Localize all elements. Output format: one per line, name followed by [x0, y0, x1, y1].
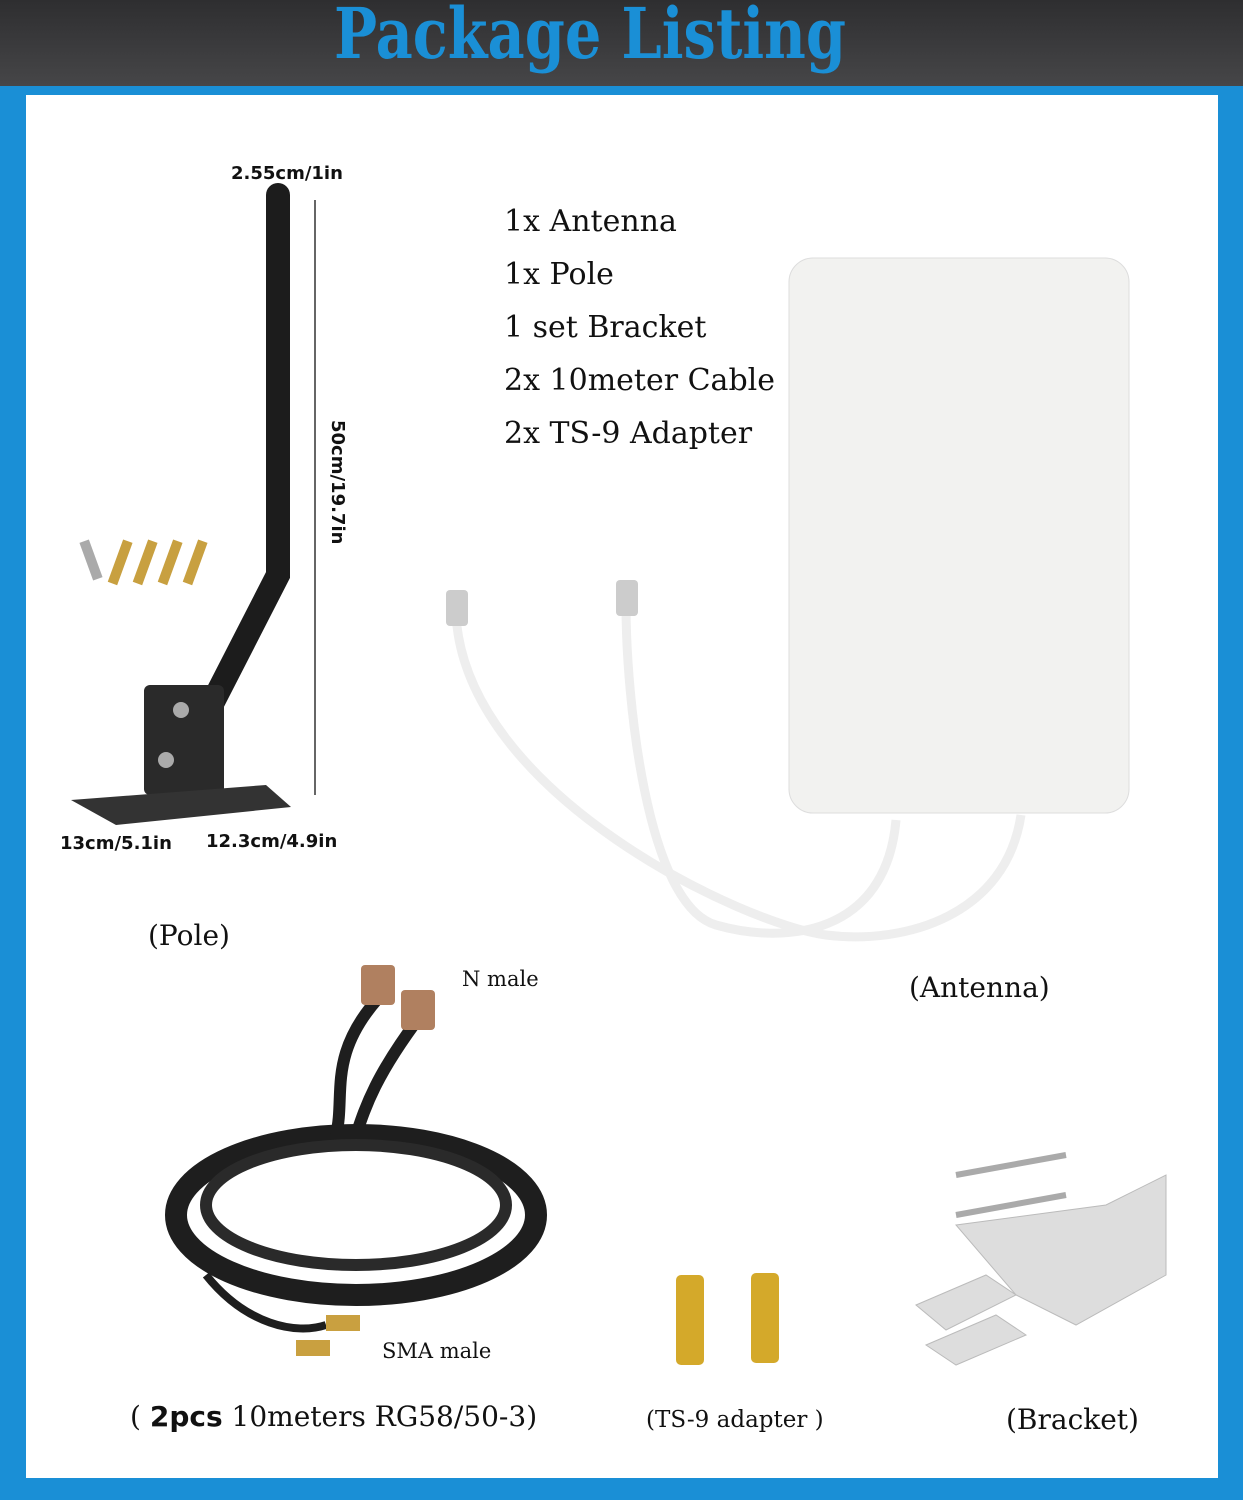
n-male-label: N male — [462, 967, 539, 991]
antenna-image — [446, 257, 1130, 942]
pole-width-label: 2.55cm/1in — [231, 163, 343, 184]
cable-image — [165, 965, 547, 1356]
cable-caption: ( 2pcs 10meters RG58/50-3) — [130, 1400, 537, 1433]
content-panel: 1x Antenna 1x Pole 1 set Bracket 2x 10me… — [26, 95, 1218, 1478]
package-contents-list: 1x Antenna 1x Pole 1 set Bracket 2x 10me… — [504, 195, 775, 460]
product-illustrations — [71, 183, 1167, 1366]
adapter-image — [676, 1273, 779, 1365]
list-item: 1 set Bracket — [504, 310, 707, 345]
list-item: 1x Antenna — [504, 204, 677, 239]
antenna-caption: (Antenna) — [909, 971, 1050, 1004]
pole-height-label: 50cm/19.7in — [327, 420, 348, 545]
list-item: 2x TS-9 Adapter — [504, 416, 753, 451]
pole-base-depth-label: 13cm/5.1in — [60, 833, 172, 854]
cable-caption-count: 2pcs — [149, 1400, 223, 1433]
pole-base-width-label: 12.3cm/4.9in — [206, 831, 338, 852]
cable-caption-rest: 10meters RG58/50-3) — [231, 1400, 538, 1433]
list-item: 1x Pole — [504, 257, 614, 292]
list-item: 2x 10meter Cable — [504, 363, 775, 398]
bracket-caption: (Bracket) — [1006, 1403, 1139, 1436]
header-banner: Package Listing — [0, 0, 1243, 86]
pole-image — [71, 183, 316, 825]
pole-caption: (Pole) — [148, 919, 230, 952]
adapter-caption: (TS-9 adapter ) — [646, 1407, 824, 1433]
page-title: Package Listing — [333, 0, 847, 75]
sma-male-label: SMA male — [382, 1339, 492, 1363]
cable-caption-open: ( — [130, 1400, 141, 1433]
bracket-image — [915, 1152, 1167, 1366]
